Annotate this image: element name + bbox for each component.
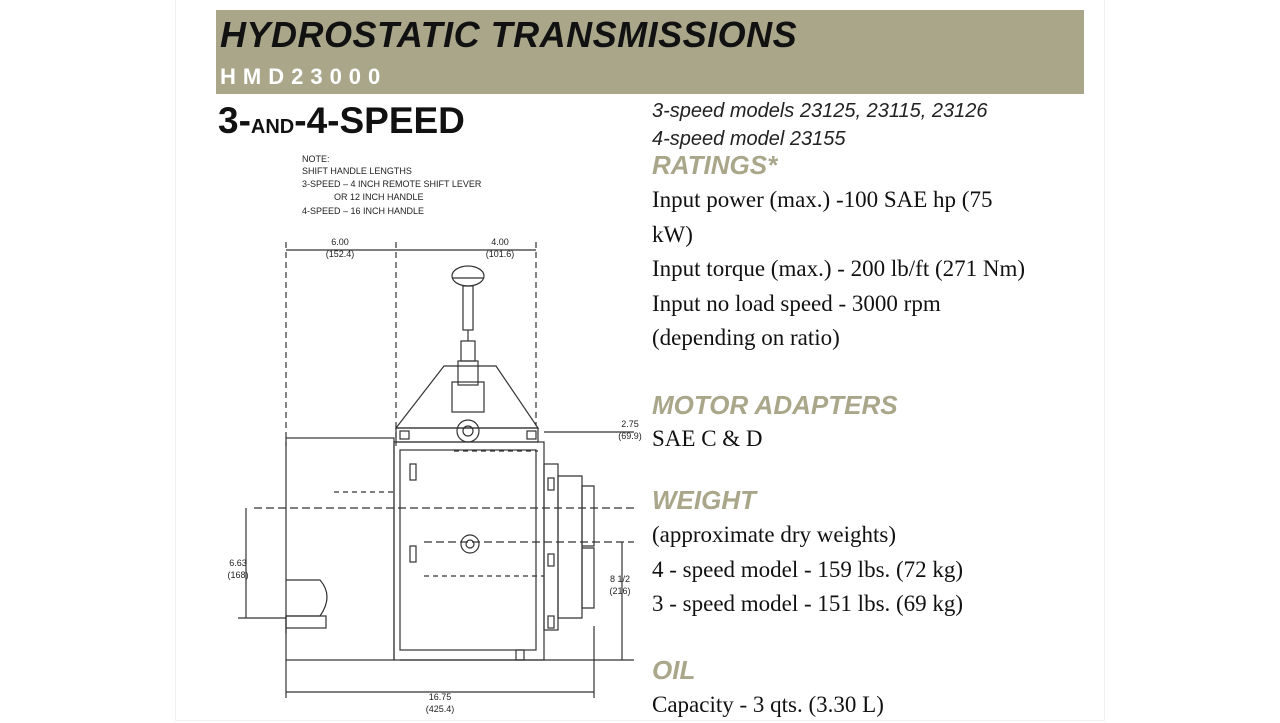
ratings-line: Input torque (max.) - 200 lb/ft (271 Nm) — [652, 256, 1026, 281]
dim-top-right-mm: (101.6) — [486, 249, 515, 259]
speed-heading-part3: -4-SPEED — [294, 100, 465, 141]
oil-body: Capacity - 3 qts. (3.30 L) — [652, 688, 1092, 723]
weight-line: 3 - speed model - 151 lbs. (69 kg) — [652, 591, 964, 616]
transmission-dimension-drawing: NOTE: SHIFT HANDLE LENGTHS 3-SPEED – 4 I… — [227, 154, 642, 714]
dim-top-left-inches: 6.00 — [331, 237, 349, 247]
note-line: 4-SPEED – 16 INCH HANDLE — [302, 206, 424, 216]
dim-top-right-inches: 4.00 — [491, 237, 509, 247]
note-line: NOTE: — [302, 154, 330, 164]
weight-line: (approximate dry weights) — [652, 522, 896, 547]
motor-adapters-body: SAE C & D — [652, 422, 1092, 457]
weight-body: (approximate dry weights) 4 - speed mode… — [652, 518, 1092, 622]
document-title: HYDROSTATIC TRANSMISSIONS — [220, 14, 798, 55]
dim-right-upper-mm: (69.9) — [618, 431, 642, 441]
title-banner: HYDROSTATIC TRANSMISSIONS HMD23000 — [216, 10, 1084, 94]
ratings-line: kW) — [652, 221, 693, 247]
ratings-body: Input power (max.) -100 SAE hp (75 kW) I… — [652, 183, 1092, 356]
document-page — [176, 0, 1104, 720]
ratings-heading: RATINGS* — [652, 150, 778, 180]
model-series-code: HMD23000 — [220, 64, 388, 89]
model-list: 3-speed models 23125, 23115, 23126 4-spe… — [652, 97, 987, 153]
dim-right-upper-inches: 2.75 — [621, 419, 639, 429]
ratings-line: Input no load speed - 3000 rpm — [652, 290, 941, 316]
motor-adapters-heading: MOTOR ADAPTERS — [652, 390, 898, 420]
speed-heading: 3-AND-4-SPEED — [218, 100, 465, 142]
dim-top-left-mm: (152.4) — [326, 249, 355, 259]
speed-heading-and: AND — [250, 116, 295, 138]
dim-left-inches: 6.63 — [229, 558, 247, 568]
dim-bottom-mm: (425.4) — [426, 704, 455, 714]
dim-left-mm: (168) — [227, 570, 248, 580]
note-line: SHIFT HANDLE LENGTHS — [302, 166, 412, 176]
speed-heading-part1: 3- — [218, 100, 251, 141]
note-line: OR 12 INCH HANDLE — [334, 192, 424, 202]
dim-right-mm: (216) — [609, 586, 630, 596]
ratings-line: Input power (max.) -100 SAE hp (75 — [652, 187, 993, 212]
dim-right-inches: 8 1/2 — [610, 574, 630, 584]
note-line: 3-SPEED – 4 INCH REMOTE SHIFT LEVER — [302, 179, 482, 189]
ratings-line: (depending on ratio) — [652, 325, 840, 350]
weight-line: 4 - speed model - 159 lbs. (72 kg) — [652, 556, 964, 582]
model-line: 3-speed models 23125, 23115, 23126 — [652, 100, 988, 122]
oil-heading: OIL — [652, 655, 696, 685]
oil-line: Capacity - 3 qts. (3.30 L) — [652, 692, 884, 717]
model-line: 4-speed model 23155 — [652, 128, 846, 150]
weight-heading: WEIGHT — [652, 485, 756, 515]
dim-bottom-inches: 16.75 — [429, 692, 452, 702]
motor-adapters-line: SAE C & D — [652, 426, 763, 451]
shift-handle-note: NOTE: SHIFT HANDLE LENGTHS 3-SPEED – 4 I… — [302, 154, 482, 216]
